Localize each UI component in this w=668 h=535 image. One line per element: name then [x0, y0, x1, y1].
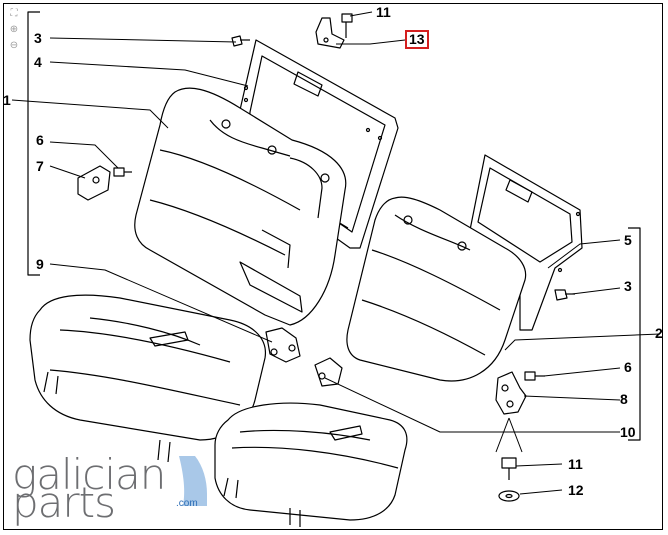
bolt-3-right	[554, 289, 575, 301]
zoom-out-icon[interactable]: ⊖	[9, 40, 19, 51]
zoom-in-icon[interactable]: ⊕	[9, 24, 19, 35]
callout-5: 5	[624, 232, 632, 248]
logo-domain: .com	[176, 498, 198, 509]
right-seat-cushion	[214, 402, 408, 527]
bolt-11-top	[341, 13, 353, 38]
hinge-8	[495, 371, 527, 415]
bolt-6-right	[524, 371, 545, 381]
fit-page-icon[interactable]: ⛶	[10, 8, 18, 19]
galicianparts-logo: galician parts .com	[8, 450, 228, 527]
diagram-frame	[3, 3, 663, 530]
latch-7	[77, 165, 111, 201]
callout-1: 1	[3, 92, 11, 108]
callout-3-right: 3	[624, 278, 632, 294]
hinge-9	[265, 327, 301, 363]
callout-6-left: 6	[36, 132, 44, 148]
callout-12: 12	[568, 482, 584, 498]
callout-11-top: 11	[376, 4, 391, 20]
logo-text-line1: galician	[12, 450, 166, 499]
bolt-11-bottom	[501, 457, 517, 480]
bolt-3-top	[231, 35, 250, 47]
callout-9: 9	[36, 256, 44, 272]
bracket-2	[628, 227, 641, 441]
callout-10: 10	[620, 424, 636, 440]
logo-accent-shape	[179, 456, 207, 506]
callout-6-right: 6	[624, 359, 632, 375]
bracket-1	[27, 11, 40, 276]
hinge-10	[314, 357, 343, 387]
logo-text-line2: parts	[12, 478, 116, 527]
callout-11-bottom: 11	[568, 456, 583, 472]
left-backrest-cushion	[134, 87, 347, 326]
callout-7: 7	[36, 158, 44, 174]
leader-lines	[11, 11, 661, 495]
right-backrest-cushion	[346, 196, 527, 382]
callout-3-top: 3	[34, 30, 42, 46]
bolt-6-left	[113, 167, 132, 177]
callout-4: 4	[34, 54, 42, 70]
callout-8: 8	[620, 391, 628, 407]
callout-13-highlighted[interactable]: 13	[405, 30, 429, 49]
washer-12	[498, 490, 520, 502]
callout-2: 2	[655, 325, 663, 341]
